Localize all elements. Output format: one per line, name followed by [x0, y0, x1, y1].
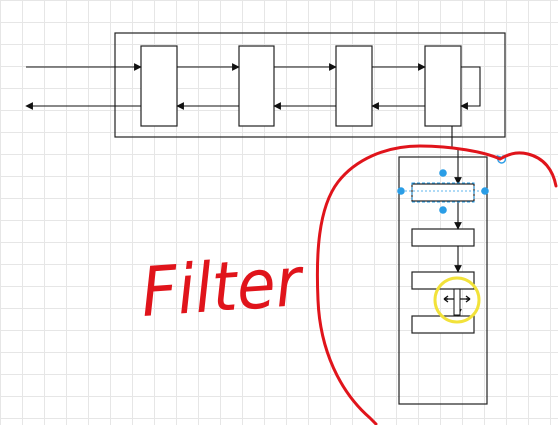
filter-stage-1[interactable]: [411, 183, 475, 202]
pipeline-stage-1[interactable]: [140, 45, 178, 127]
loopback-connector[interactable]: [460, 66, 481, 110]
selection-handle-right[interactable]: [481, 187, 489, 195]
pipeline-container[interactable]: [114, 32, 506, 138]
annotation-loop: [315, 144, 558, 425]
pipeline-stage-2[interactable]: [238, 45, 275, 127]
annotation-label: Filter: [139, 243, 308, 333]
resize-cursor-icon: [443, 288, 471, 316]
pipeline-stage-4[interactable]: [424, 45, 462, 127]
selection-outline: [411, 182, 475, 203]
selection-handle-left[interactable]: [397, 187, 405, 195]
pipeline-stage-3[interactable]: [335, 45, 373, 127]
cursor-highlight: [433, 276, 481, 324]
stage-to-filter-connector[interactable]: [451, 126, 462, 185]
filter-stage-2[interactable]: [411, 228, 475, 247]
selection-handle-top[interactable]: [439, 169, 447, 177]
selection-handle-bottom[interactable]: [439, 206, 447, 214]
filter-container[interactable]: [398, 156, 488, 405]
filter-stage-3[interactable]: [411, 271, 475, 290]
selection-overlay[interactable]: [397, 169, 489, 214]
